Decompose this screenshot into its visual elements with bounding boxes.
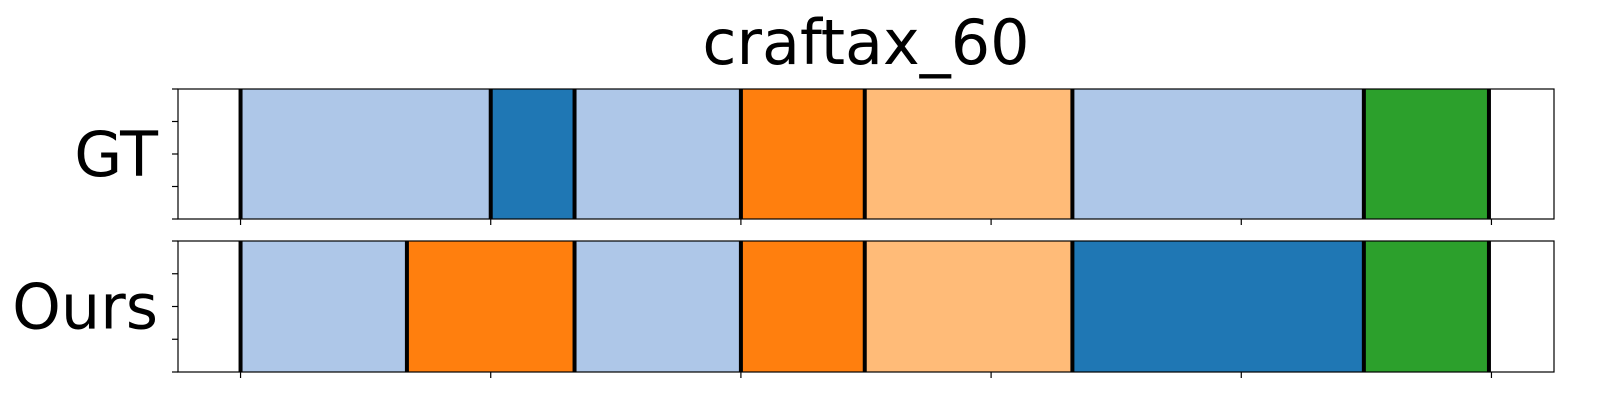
segment-ours-7 — [1363, 241, 1489, 372]
segment-ours-1 — [240, 241, 407, 372]
row-ours: Ours — [12, 240, 1555, 378]
segment-ours-6 — [1072, 241, 1364, 372]
row-label-ours: Ours — [12, 271, 158, 344]
row-gt: GT — [74, 88, 1555, 225]
row-label-gt: GT — [74, 118, 159, 191]
segment-gt-1 — [240, 89, 491, 219]
segment-gt-3 — [574, 89, 741, 219]
segment-ours-3 — [574, 241, 741, 372]
segment-gt-6 — [1072, 89, 1364, 219]
segment-ours-5 — [864, 241, 1073, 372]
segment-ours-2 — [406, 241, 575, 372]
segment-gt-5 — [864, 89, 1073, 219]
chart-title: craftax_60 — [702, 6, 1029, 79]
segment-gt-7 — [1363, 89, 1489, 219]
segment-ours-4 — [740, 241, 865, 372]
segment-gt-4 — [740, 89, 865, 219]
segment-gt-2 — [490, 89, 575, 219]
